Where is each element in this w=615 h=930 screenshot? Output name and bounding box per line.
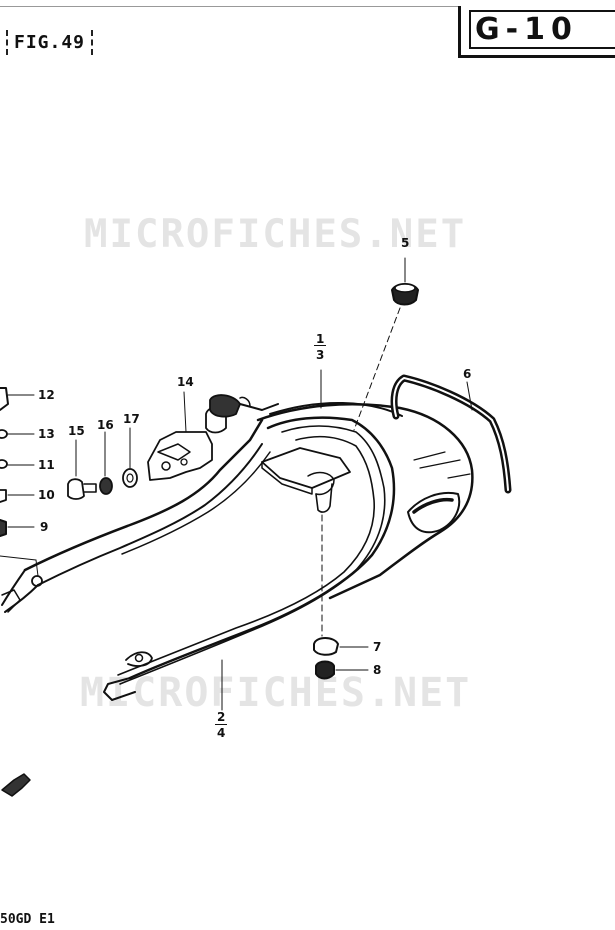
callout-3: 3 (316, 348, 325, 362)
seat-lock-assembly (147, 394, 279, 481)
callout-5: 5 (401, 236, 410, 250)
callout-15: 15 (68, 424, 85, 438)
left-edge-small-parts (0, 387, 9, 537)
callout-13: 13 (38, 427, 55, 441)
washer-part-7 (313, 637, 339, 656)
washer-part-17 (122, 468, 138, 488)
washer-part-16 (99, 477, 113, 495)
callout-2: 2 (217, 710, 226, 724)
page-code-frame (469, 10, 615, 49)
callout-divider (215, 724, 227, 725)
callout-14: 14 (177, 375, 194, 389)
nut-part-8 (315, 660, 335, 680)
callout-6: 6 (463, 367, 472, 381)
callout-9: 9 (40, 520, 49, 534)
grommet-part-5 (391, 283, 419, 306)
callout-10: 10 (38, 488, 55, 502)
callout-7: 7 (373, 640, 382, 654)
watermark-bottom: MICROFICHES.NET (80, 670, 472, 716)
callout-1: 1 (316, 332, 325, 346)
callout-16: 16 (97, 418, 114, 432)
page-code-box: G-10 (458, 6, 615, 58)
callout-8: 8 (373, 663, 382, 677)
top-rule (0, 6, 458, 7)
watermark-top: MICROFICHES.NET (84, 212, 467, 257)
seat-tail-cowl (1, 402, 474, 701)
grab-rail (390, 374, 512, 494)
callout-17: 17 (123, 412, 140, 426)
callout-12: 12 (38, 388, 55, 402)
model-code: 50GD E1 (0, 912, 55, 927)
callout-divider (314, 345, 326, 346)
leader-lines (0, 257, 473, 711)
front-direction-arrow (1, 773, 31, 797)
callout-4: 4 (217, 726, 226, 740)
page-code: G-10 (475, 12, 578, 47)
bolt-part-15 (67, 478, 97, 500)
callout-11: 11 (38, 458, 55, 472)
figure-label: FIG.49 (6, 30, 94, 55)
